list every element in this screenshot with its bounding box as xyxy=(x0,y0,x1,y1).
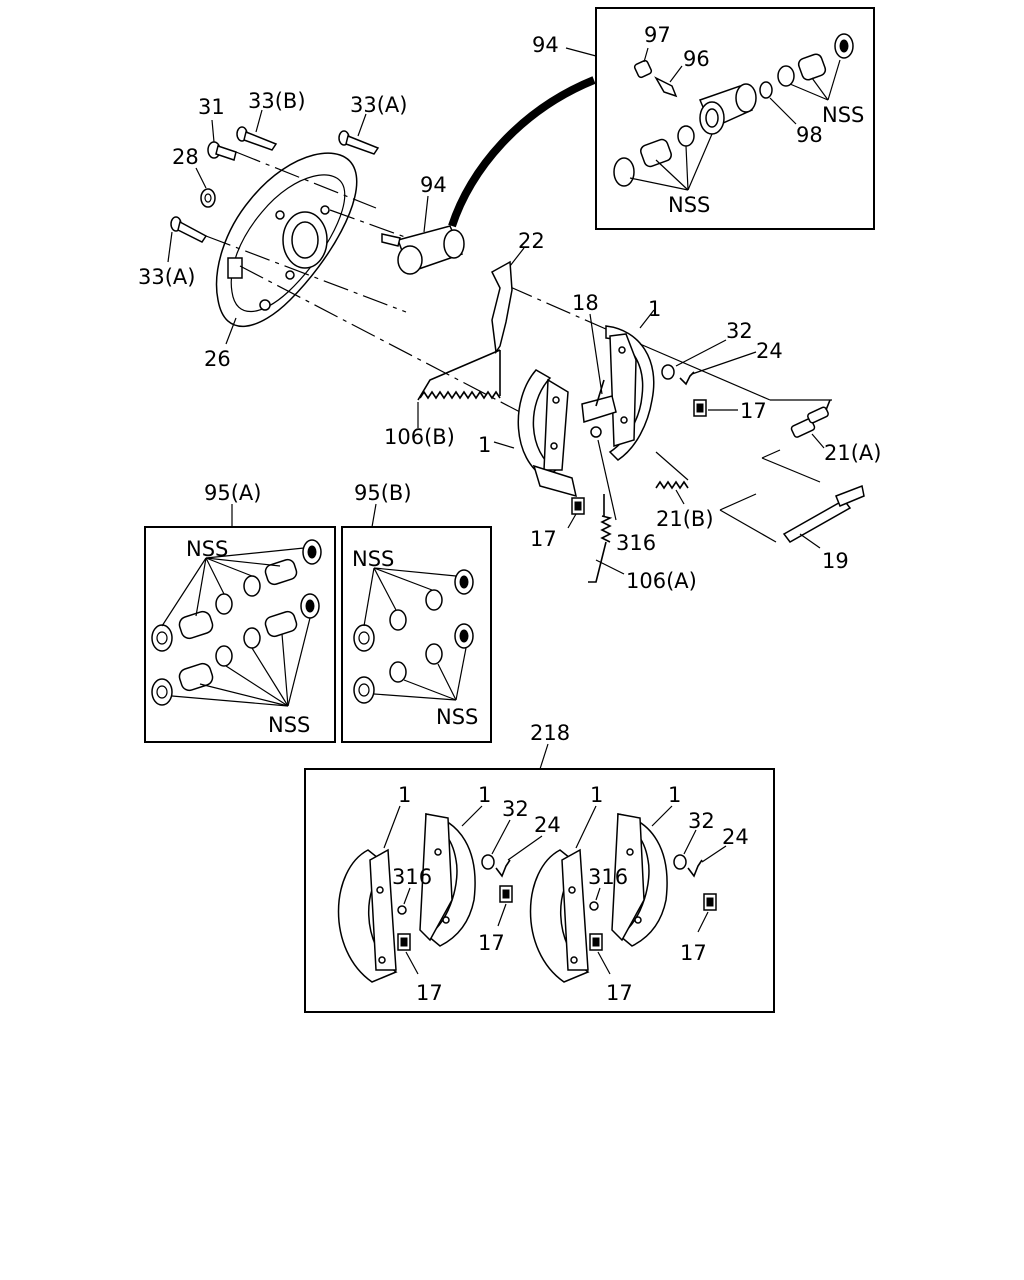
inset-ref-label: 94 xyxy=(532,33,559,57)
kit-218-shoe-pair-left xyxy=(337,813,513,983)
label-18: 18 xyxy=(572,291,599,315)
washer-32 xyxy=(661,364,675,380)
repair-kit-95a: 95(A) NSS NSS xyxy=(144,481,336,743)
label-28: 28 xyxy=(172,145,199,169)
kit-218-label-32a: 32 xyxy=(502,797,529,821)
label-316: 316 xyxy=(616,531,656,555)
label-21b: 21(B) xyxy=(656,507,714,531)
kit-218-shoe-pair-right xyxy=(529,813,717,983)
bleeder-cap xyxy=(633,59,653,79)
inset-label-98: 98 xyxy=(796,123,823,147)
kit-95a-nss-bottom: NSS xyxy=(268,713,310,737)
wheel-cylinder-inset: 94 97 96 98 NSS xyxy=(448,7,875,230)
label-106a: 106(A) xyxy=(626,569,697,593)
adjuster-spring-106b xyxy=(417,349,501,401)
shoe-hold-down-17-right xyxy=(693,399,707,417)
label-21a: 21(A) xyxy=(824,441,881,465)
inset-frame xyxy=(595,7,875,230)
pin-33b xyxy=(236,126,278,151)
repair-kit-95b: 95(B) NSS NSS xyxy=(341,481,492,743)
hook-24 xyxy=(679,371,695,386)
kit-95b-nss-bottom: NSS xyxy=(436,705,478,729)
label-33a-left: 33(A) xyxy=(138,265,195,289)
kit-218-label-24a: 24 xyxy=(534,813,561,837)
cylinder-body xyxy=(698,83,757,135)
kit-95a-parts xyxy=(151,539,322,707)
kit-218-label-1b: 1 xyxy=(478,783,491,807)
washer-28 xyxy=(200,188,216,208)
kit-218-label-17c: 17 xyxy=(680,941,707,965)
cable-19 xyxy=(782,484,865,543)
label-17-right: 17 xyxy=(740,399,767,423)
seal-ring-98 xyxy=(759,81,773,99)
kit-95b-frame xyxy=(341,526,492,743)
label-94: 94 xyxy=(420,173,447,197)
kit-95b-nss-top: NSS xyxy=(352,547,394,571)
brake-shoe-upper xyxy=(605,325,655,461)
kit-218-label-17d: 17 xyxy=(606,981,633,1005)
label-33b: 33(B) xyxy=(248,89,306,113)
wheel-cylinder xyxy=(381,225,465,275)
inset-label-97: 97 xyxy=(644,23,671,47)
strut-18 xyxy=(581,379,617,423)
parking-lever xyxy=(491,260,513,355)
label-17-left: 17 xyxy=(530,527,557,551)
main-brake-assembly: 26 31 33(B) 33(A) 28 33(A xyxy=(138,89,881,593)
adjuster-21a xyxy=(790,399,831,438)
kit-218-label-316a: 316 xyxy=(392,865,432,889)
label-1-upper: 1 xyxy=(648,297,661,321)
label-24: 24 xyxy=(756,339,783,363)
label-106b: 106(B) xyxy=(384,425,455,449)
bolt-31 xyxy=(207,141,237,161)
bleeder-screw xyxy=(654,76,678,98)
spring-21b xyxy=(655,451,689,490)
label-22: 22 xyxy=(518,229,545,253)
clip-316 xyxy=(590,426,602,438)
kit-218-label-17a: 17 xyxy=(478,931,505,955)
inset-label-nss-left: NSS xyxy=(668,193,710,217)
kit-218-label-316b: 316 xyxy=(588,865,628,889)
piston-left xyxy=(640,138,672,168)
label-26: 26 xyxy=(204,347,231,371)
return-spring-106a xyxy=(588,494,613,583)
piston xyxy=(797,53,827,81)
kit-95a-frame xyxy=(144,526,336,743)
pin-33a-top xyxy=(338,130,380,155)
inset-label-96: 96 xyxy=(683,47,710,71)
inset-label-nss-right: NSS xyxy=(822,103,864,127)
kit-95a-ref: 95(A) xyxy=(204,481,261,505)
inset-pointer xyxy=(448,76,596,228)
brake-shoe-left xyxy=(517,369,578,498)
kit-218-label-1c: 1 xyxy=(590,783,603,807)
kit-218-label-32b: 32 xyxy=(688,809,715,833)
kit-218-ref: 218 xyxy=(530,721,570,745)
kit-218-label-1a: 1 xyxy=(398,783,411,807)
label-32: 32 xyxy=(726,319,753,343)
kit-218-label-1d: 1 xyxy=(668,783,681,807)
label-1-left: 1 xyxy=(478,433,491,457)
piston-cup xyxy=(777,65,795,87)
piston-cup-left xyxy=(677,125,695,147)
kit-95b-ref: 95(B) xyxy=(354,481,412,505)
shoe-hold-down-17-left xyxy=(571,497,585,515)
label-19: 19 xyxy=(822,549,849,573)
pin-33a-left xyxy=(170,216,208,243)
kit-95b-parts xyxy=(353,567,474,704)
dust-boot-left xyxy=(613,157,635,187)
backing-plate xyxy=(215,152,358,328)
label-31: 31 xyxy=(198,95,225,119)
kit-218-frame xyxy=(304,768,775,1013)
shoe-kit-218: 218 1 1 32 24 316 17 xyxy=(304,721,775,1013)
kit-218-label-17b: 17 xyxy=(416,981,443,1005)
kit-218-label-24b: 24 xyxy=(722,825,749,849)
label-33a-top: 33(A) xyxy=(350,93,407,117)
